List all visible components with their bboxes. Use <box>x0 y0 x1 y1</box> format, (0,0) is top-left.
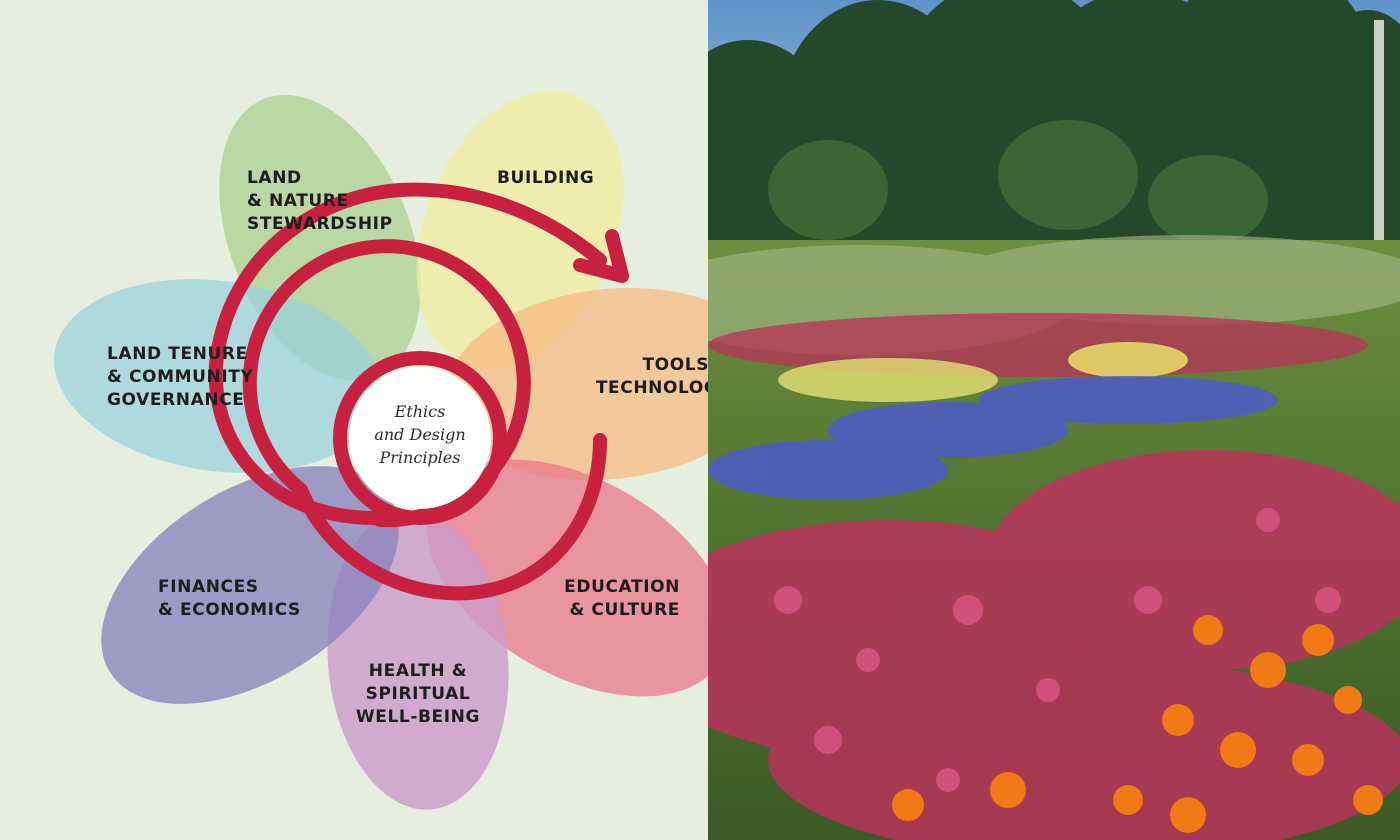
label-finances-1: Finances <box>158 577 259 597</box>
label-health-1: Health & <box>369 661 467 681</box>
label-land-tenure-2: & Community <box>107 367 253 387</box>
yarrow-field <box>708 450 1400 840</box>
diagram-svg: Ethics and Design Principles Land & Natu… <box>54 90 708 810</box>
dead-tree <box>1374 20 1384 240</box>
petal-shape-tools <box>445 287 708 481</box>
garden-photo <box>708 0 1400 840</box>
permaculture-flower-diagram: Ethics and Design Principles Land & Natu… <box>54 90 708 810</box>
spiral-outer-arc <box>208 182 607 526</box>
center-text-line-3: Principles <box>379 448 461 467</box>
label-land-tenure-1: Land Tenure <box>107 344 248 364</box>
label-finances-2: & Economics <box>158 600 301 620</box>
delphinium-row <box>708 376 1278 500</box>
snapdragon-row <box>708 313 1368 402</box>
center-circle-ring <box>333 351 507 525</box>
center-text: Ethics and Design Principles <box>374 402 465 467</box>
spiral-arrowhead <box>573 229 629 283</box>
label-education-2: & Culture <box>569 600 680 620</box>
label-land-nature-2: & Nature <box>247 191 349 211</box>
petal-labels: Land & Nature Stewardship Building Tools… <box>107 168 708 727</box>
label-land-tenure-3: Governance <box>107 390 245 410</box>
yarrow-dots <box>774 508 1341 792</box>
label-education-1: Education <box>564 577 680 597</box>
center-circle <box>333 351 507 525</box>
center-text-line-2: and Design <box>374 425 465 444</box>
label-health-3: Well-being <box>356 707 480 727</box>
petal-tools <box>445 287 708 481</box>
label-health-2: Spiritual <box>366 684 471 704</box>
label-tools-1: Tools & <box>642 355 708 375</box>
center-text-line-1: Ethics <box>394 402 446 421</box>
label-land-nature-3: Stewardship <box>247 214 393 234</box>
center-circle-fill <box>349 367 491 509</box>
spiral-outer-ring <box>294 433 607 601</box>
calendula-flowers <box>892 615 1383 833</box>
tree-highlights <box>768 120 1268 245</box>
label-land-nature-1: Land <box>247 168 302 188</box>
garden-photo-svg <box>708 0 1400 840</box>
label-tools-2: Technology <box>596 378 708 398</box>
label-building: Building <box>497 168 594 188</box>
